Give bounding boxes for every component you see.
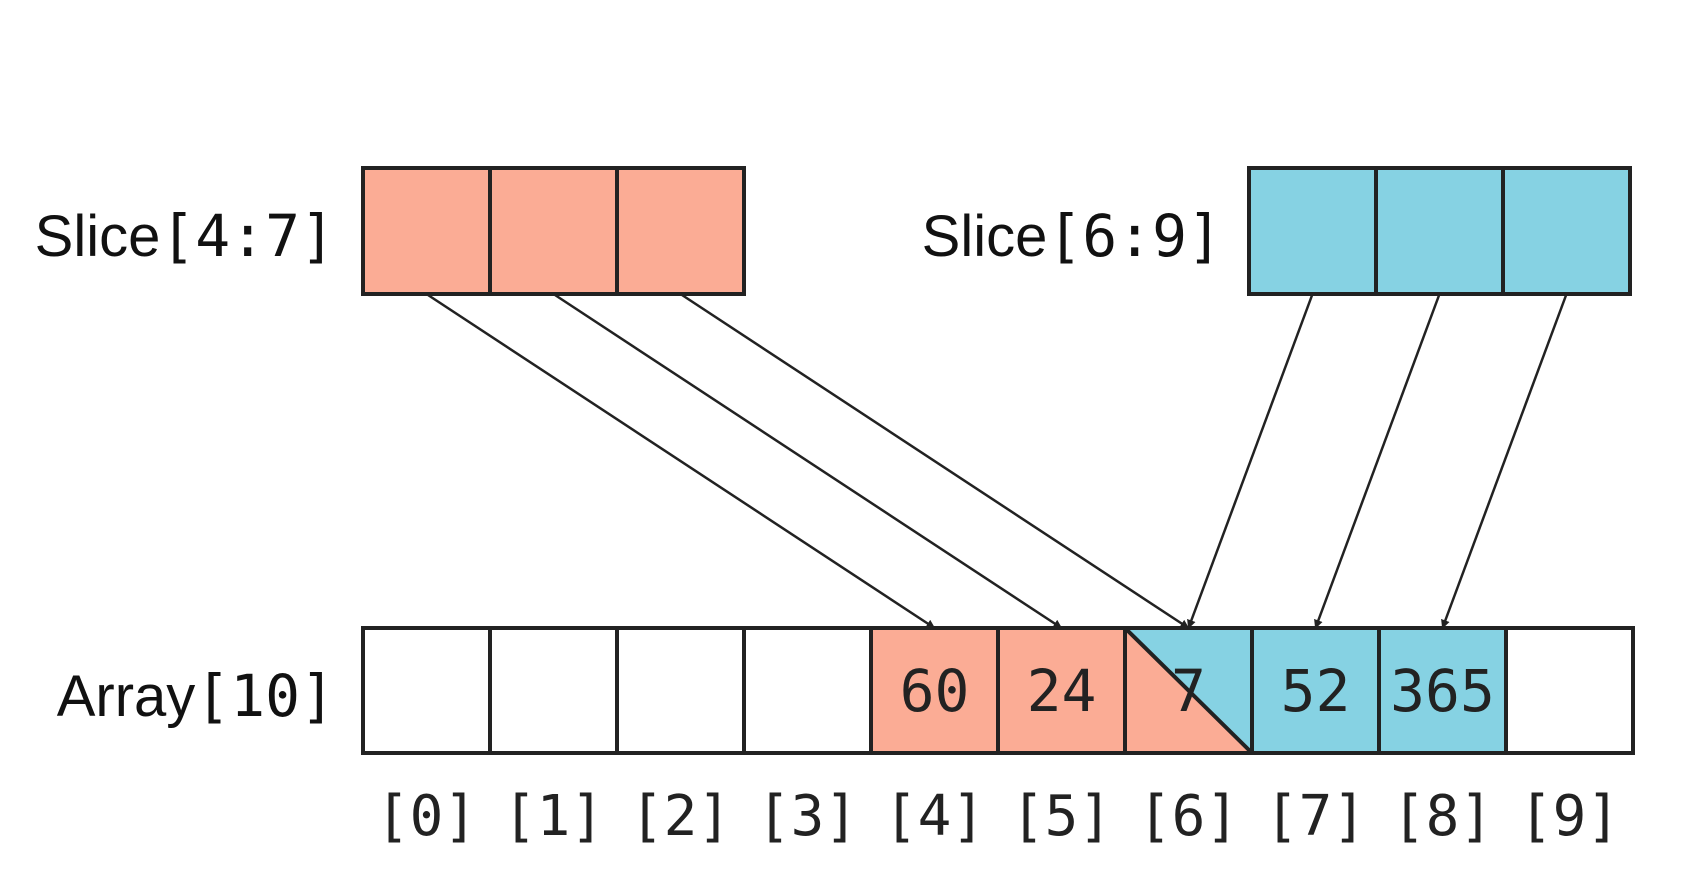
array-cell xyxy=(869,626,1000,755)
array-value: 7 xyxy=(1171,657,1206,725)
slice-a-arrow xyxy=(679,292,1190,630)
array-value: 52 xyxy=(1281,657,1351,725)
array-size: [10] xyxy=(195,662,335,730)
array-cell xyxy=(488,626,619,755)
array-values: 60 24 7 52 365 xyxy=(900,657,1495,725)
slice-b-cell xyxy=(1501,166,1632,296)
arrows xyxy=(425,292,1568,630)
index-label: [2] xyxy=(630,784,731,849)
slice-b-cell xyxy=(1374,166,1505,296)
slice-b-label: Slice[6:9] xyxy=(922,202,1222,270)
index-label: [1] xyxy=(503,784,604,849)
slice-a-arrow xyxy=(425,292,936,630)
array-cell xyxy=(615,626,746,755)
slice-b-cells xyxy=(1247,166,1632,296)
slice-a-cell xyxy=(361,166,492,296)
array-cell xyxy=(742,626,873,755)
index-label: [4] xyxy=(884,784,985,849)
array-cell xyxy=(361,626,492,755)
slice-b-cell xyxy=(1247,166,1378,296)
index-label: [6] xyxy=(1138,784,1239,849)
array-value: 365 xyxy=(1390,657,1495,725)
slice-b-arrow xyxy=(1187,293,1314,629)
index-label: [9] xyxy=(1519,784,1620,849)
slice-b-arrow xyxy=(1314,293,1441,629)
slice-a-cells xyxy=(361,166,746,296)
slice-a-name: Slice xyxy=(35,204,161,269)
slice-a-label: Slice[4:7] xyxy=(35,202,335,270)
array-name: Array xyxy=(57,664,196,729)
slice-b-arrow xyxy=(1441,293,1568,629)
array-cell xyxy=(1504,626,1635,755)
slice-b-range: [6:9] xyxy=(1047,202,1222,270)
index-label: [8] xyxy=(1392,784,1493,849)
index-label: [7] xyxy=(1265,784,1366,849)
array-cell xyxy=(996,626,1127,755)
index-label: [0] xyxy=(376,784,477,849)
slice-b-name: Slice xyxy=(922,204,1048,269)
slice-a-range: [4:7] xyxy=(160,202,335,270)
index-label: [3] xyxy=(757,784,858,849)
array-label: Array[10] xyxy=(57,662,335,730)
array-cells xyxy=(361,626,1635,755)
array-value: 24 xyxy=(1027,657,1097,725)
slice-a-arrow xyxy=(552,292,1063,630)
shared-cell-diagonal xyxy=(1123,626,1254,755)
array-indices: [0] [1] [2] [3] [4] [5] [6] [7] [8] [9] xyxy=(376,784,1620,849)
slice-a-cell xyxy=(615,166,746,296)
slice-a-cell xyxy=(488,166,619,296)
index-label: [5] xyxy=(1011,784,1112,849)
array-value: 60 xyxy=(900,657,970,725)
